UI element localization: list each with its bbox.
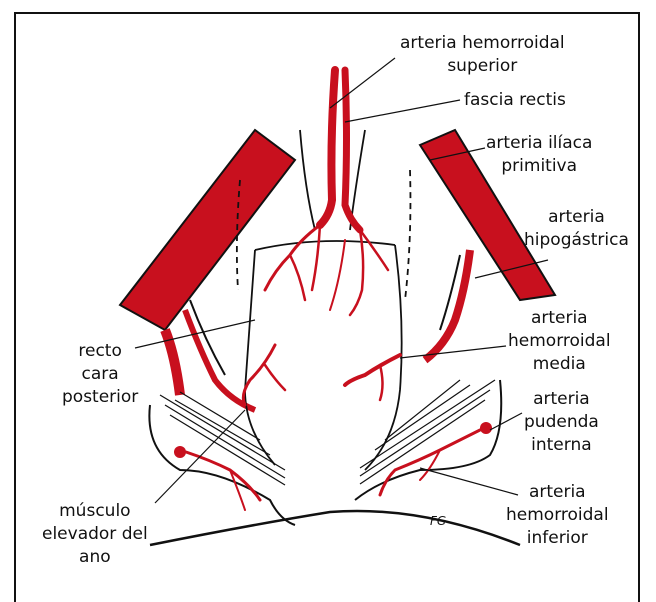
label-line: músculo — [42, 500, 148, 523]
label-line: hemorroidal — [508, 330, 611, 353]
label-line: media — [508, 353, 611, 376]
label-line: elevador del — [42, 523, 148, 546]
ischial-outlines — [149, 380, 520, 545]
label-line: arteria — [524, 388, 599, 411]
label-arteria-hemorroidal-superior: arteria hemorroidal superior — [400, 32, 565, 78]
label-line: recto — [62, 340, 138, 363]
label-line: arteria — [508, 307, 611, 330]
label-line: arteria — [524, 206, 629, 229]
label-line: ano — [42, 546, 148, 569]
label-line: arteria — [506, 481, 609, 504]
middle-hemorrhoidal-artery — [243, 345, 400, 405]
label-line: arteria hemorroidal — [400, 32, 565, 55]
label-line: cara — [62, 363, 138, 386]
label-line: superior — [400, 55, 565, 78]
left-iliac-artery — [120, 130, 295, 410]
label-line: interna — [524, 434, 599, 457]
label-line: inferior — [506, 527, 609, 550]
label-line: posterior — [62, 386, 138, 409]
label-recto-cara-posterior: recto cara posterior — [62, 340, 138, 409]
label-line: hipogástrica — [524, 229, 629, 252]
label-arteria-hemorroidal-inferior: arteria hemorroidal inferior — [506, 481, 609, 550]
label-musculo-elevador-del-ano: músculo elevador del ano — [42, 500, 148, 569]
label-line: primitiva — [486, 155, 592, 178]
label-line: hemorroidal — [506, 504, 609, 527]
pudendal-arteries — [174, 422, 492, 510]
label-fascia-rectis: fascia rectis — [464, 89, 566, 112]
label-arteria-pudenda-interna: arteria pudenda interna — [524, 388, 599, 457]
label-arteria-hemorroidal-media: arteria hemorroidal media — [508, 307, 611, 376]
label-arteria-hipogastrica: arteria hipogástrica — [524, 206, 629, 252]
label-line: pudenda — [524, 411, 599, 434]
label-line: arteria ilíaca — [486, 132, 592, 155]
superior-hemorrhoidal-artery — [265, 70, 388, 315]
label-line: fascia rectis — [464, 89, 566, 112]
label-arteria-iliaca-primitiva: arteria ilíaca primitiva — [486, 132, 592, 178]
artist-signature: FG — [430, 510, 446, 533]
anatomy-figure: arteria hemorroidal superior fascia rect… — [0, 0, 656, 589]
